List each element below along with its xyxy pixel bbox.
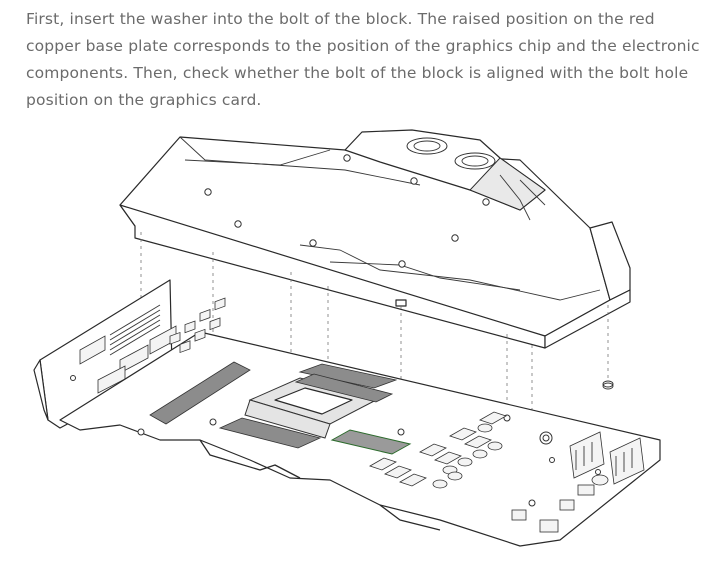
instruction-text: First, insert the washer into the bolt o… <box>26 10 700 109</box>
water-block-assembly-diagram <box>33 129 661 547</box>
gpu-chip-area <box>149 361 412 455</box>
water-block <box>119 129 631 349</box>
vrm-components <box>169 297 645 533</box>
